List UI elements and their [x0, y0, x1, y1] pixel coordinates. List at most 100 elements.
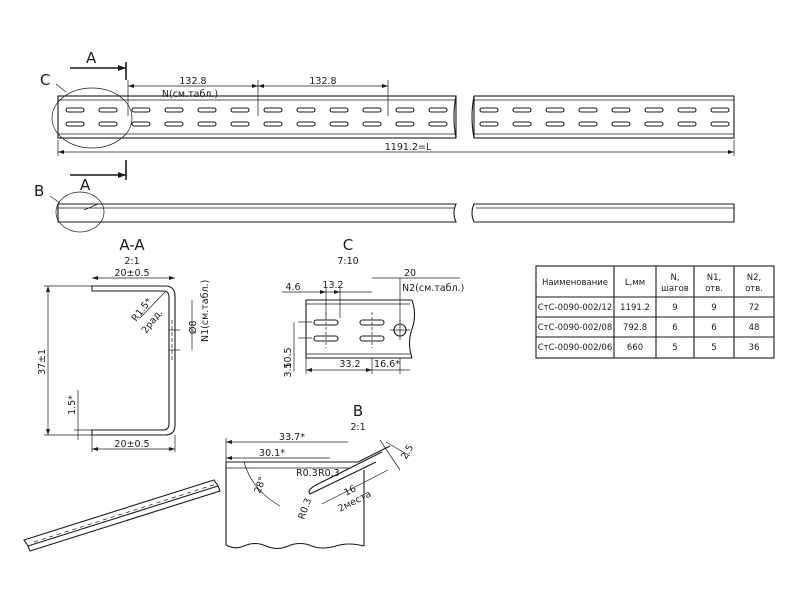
- dim-c-20: 20: [404, 268, 416, 279]
- dim-b-16: 16: [342, 483, 358, 498]
- table-header: Наименование: [542, 278, 608, 288]
- table-cell: 792.8: [623, 323, 647, 333]
- slot: [131, 121, 151, 127]
- dim-c-3-5: 3.5: [283, 362, 294, 377]
- dim-b-30-1: 30.1*: [259, 448, 285, 459]
- detail-b: B 2:1 33.7* 30.1* R0.3 R0.3 R0.3 28° 16 …: [225, 402, 416, 550]
- slot: [362, 121, 382, 127]
- iso-slot: [79, 525, 85, 528]
- dim-b-r03-a: R0.3: [296, 468, 318, 479]
- rail-top-outline: [57, 95, 735, 139]
- table-cell: 5: [672, 343, 677, 353]
- dim-c-10-5: 10.5: [283, 347, 294, 368]
- iso-slot: [49, 535, 54, 538]
- table-header: N1,: [707, 273, 721, 283]
- table-cell: СтС-0090-002/12: [538, 303, 613, 313]
- slot: [677, 107, 697, 113]
- slot: [428, 107, 448, 113]
- slot: [230, 121, 250, 127]
- dim-b-angle: 28°: [252, 475, 268, 495]
- dim-aa-bottom: 20±0.5: [114, 439, 149, 450]
- table-cell: 6: [672, 323, 677, 333]
- slot: [479, 121, 499, 127]
- dim-length-label: 1191.2=L: [385, 142, 432, 153]
- slot: [362, 107, 382, 113]
- slot-pattern: [65, 107, 730, 127]
- dim-b-2-5: 2.5: [399, 443, 416, 462]
- slot: [545, 107, 565, 113]
- slot: [197, 121, 217, 127]
- iso-slot: [41, 537, 46, 540]
- iso-slot: [179, 494, 184, 497]
- slot: [65, 107, 85, 113]
- table-header: N2,: [747, 273, 761, 283]
- table-cell: 9: [711, 303, 716, 313]
- slot: [98, 107, 118, 113]
- detail-b-scale: 2:1: [350, 422, 365, 433]
- dim-c-16-6: 16.6*: [374, 359, 400, 370]
- slot: [296, 107, 316, 113]
- slot: [164, 107, 184, 113]
- slot: [644, 121, 664, 127]
- slot: [644, 107, 664, 113]
- slot: [296, 121, 316, 127]
- dim-c-n2: N2(см.табл.): [402, 283, 464, 294]
- iso-slot: [125, 511, 130, 514]
- iso-slot: [194, 489, 199, 492]
- dim-b-r03-b: R0.3: [318, 468, 340, 479]
- detail-c-title: C: [343, 236, 353, 254]
- slot: [263, 107, 283, 113]
- detail-b-title: B: [353, 402, 363, 420]
- section-aa-title: A-A: [119, 236, 145, 254]
- table-cell: 6: [711, 323, 716, 333]
- iso-slot: [72, 528, 77, 531]
- dim-b-r03-c: R0.3: [296, 497, 314, 521]
- iso-slot: [110, 516, 115, 518]
- slot: [578, 107, 598, 113]
- rail-isometric: [23, 479, 221, 552]
- iso-slot: [163, 498, 169, 501]
- side-view: B: [34, 182, 735, 233]
- iso-slot: [64, 530, 69, 533]
- slot: [98, 121, 118, 127]
- iso-slot: [102, 518, 107, 521]
- table-header: L,мм: [625, 278, 645, 288]
- detail-c-slot: [313, 335, 339, 342]
- iso-slot: [141, 506, 146, 509]
- table-header: отв.: [705, 284, 723, 294]
- dimension-pitch-2: 132.8: [258, 76, 389, 116]
- table-cell: 660: [627, 343, 643, 353]
- dim-count-label: N(см.табл.): [162, 89, 218, 100]
- section-aa: A-A 2:1 20±0.5 20±0.5 37±1 1.5* R1.5* 2р…: [37, 236, 211, 452]
- table-cell: 72: [749, 303, 760, 313]
- detail-b-callout: B: [34, 182, 105, 233]
- slot: [329, 107, 349, 113]
- slot: [677, 121, 697, 127]
- dim-c-13-2: 13.2: [322, 280, 343, 291]
- slot: [611, 121, 631, 127]
- dim-aa-hole-note: N1(см.табл.): [200, 280, 211, 342]
- detail-c: C 7:10 20 N2(см.табл.) 4.6 13.2 10.5: [282, 236, 464, 378]
- table-cell: 9: [672, 303, 677, 313]
- table-cell: 36: [749, 343, 760, 353]
- iso-slot: [156, 501, 161, 504]
- table-cell: 5: [711, 343, 716, 353]
- section-marker-a: A A: [70, 49, 127, 194]
- detail-c-label: C: [40, 71, 50, 89]
- slot: [479, 107, 499, 113]
- iso-slot: [209, 484, 215, 487]
- iso-slot: [148, 503, 153, 506]
- table-cell: СтС-0090-002/06: [538, 343, 613, 353]
- table-cell: 48: [749, 323, 760, 333]
- top-view: 132.8 132.8 N(см.табл.) 1191.2=L A: [40, 49, 735, 194]
- table-cell: 1191.2: [620, 303, 650, 313]
- slot: [710, 107, 730, 113]
- slot: [395, 121, 415, 127]
- table-header: отв.: [745, 284, 763, 294]
- dim-aa-thickness: 1.5*: [67, 395, 78, 415]
- slot: [512, 121, 532, 127]
- table-header: шагов: [661, 284, 689, 294]
- slot: [65, 121, 85, 127]
- section-aa-scale: 2:1: [124, 256, 139, 267]
